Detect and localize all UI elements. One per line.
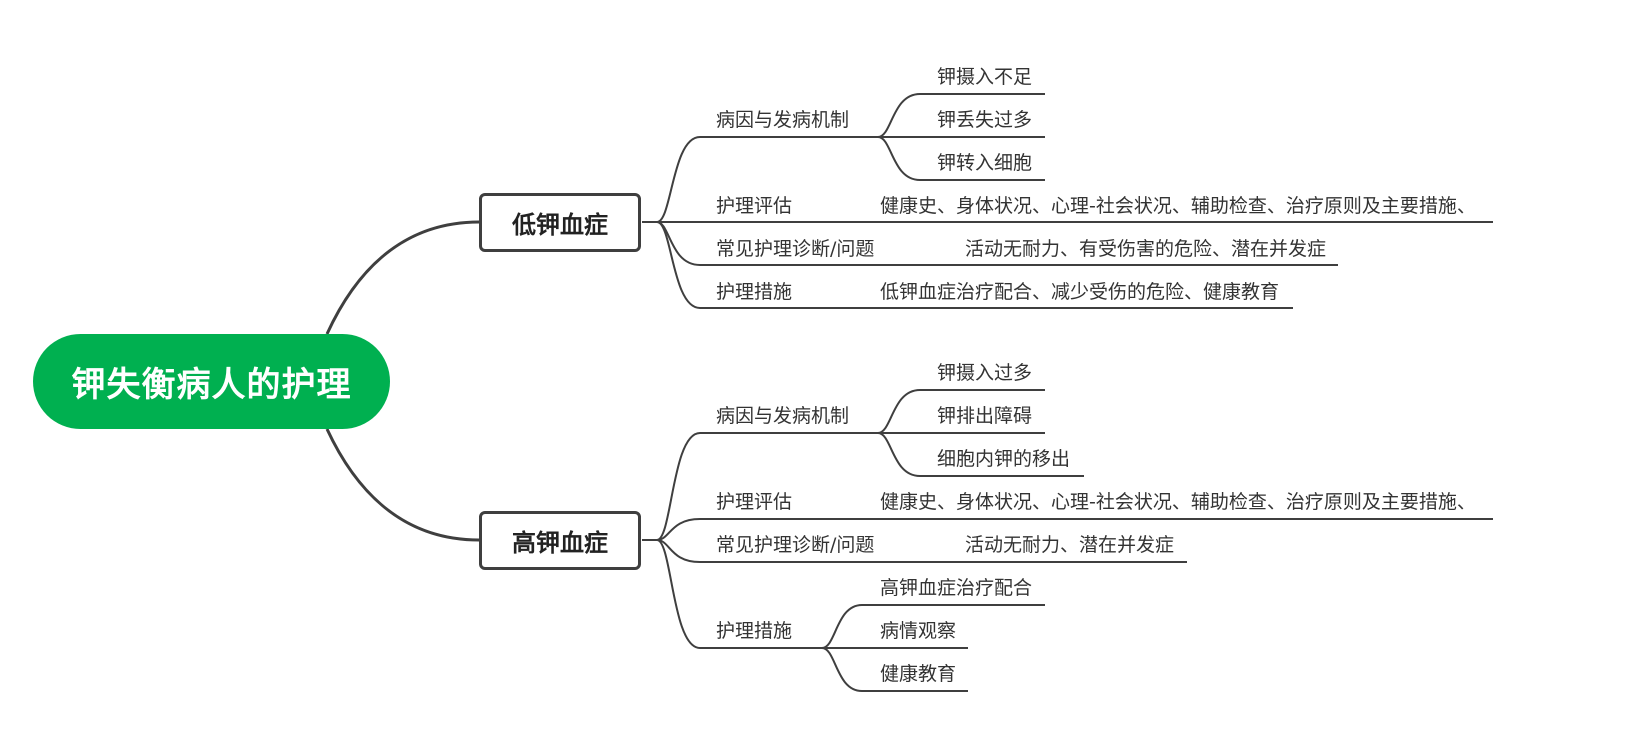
low-diagnosis-detail[interactable]: 活动无耐力、有受伤害的危险、潜在并发症	[965, 238, 1327, 260]
high-assessment-detail[interactable]: 健康史、身体状况、心理-社会状况、辅助检查、治疗原则及主要措施、	[880, 491, 1476, 513]
low-measures-label[interactable]: 护理措施	[716, 281, 793, 303]
low-measures-detail[interactable]: 低钾血症治疗配合、减少受伤的危险、健康教育	[880, 281, 1280, 303]
low-cause-3[interactable]: 钾转入细胞	[937, 152, 1033, 174]
low-assessment-label[interactable]: 护理评估	[716, 195, 793, 217]
high-diagnosis-detail[interactable]: 活动无耐力、潜在并发症	[965, 534, 1175, 556]
topic-hyperkalemia[interactable]: 高钾血症	[479, 511, 641, 570]
high-cause-3[interactable]: 细胞内钾的移出	[937, 448, 1071, 470]
connector-root-low	[325, 220, 480, 335]
high-diagnosis-label[interactable]: 常见护理诊断/问题	[716, 534, 875, 556]
low-diagnosis-label[interactable]: 常见护理诊断/问题	[716, 238, 875, 260]
high-cause-1[interactable]: 钾摄入过多	[937, 362, 1033, 384]
high-measures-2[interactable]: 病情观察	[880, 620, 957, 642]
low-cause-label[interactable]: 病因与发病机制	[716, 109, 850, 131]
high-cause-2[interactable]: 钾排出障碍	[937, 405, 1033, 427]
high-assessment-label[interactable]: 护理评估	[716, 491, 793, 513]
low-cause-2[interactable]: 钾丢失过多	[937, 109, 1033, 131]
high-measures-1[interactable]: 高钾血症治疗配合	[880, 577, 1033, 599]
high-measures-label[interactable]: 护理措施	[716, 620, 793, 642]
high-cause-label[interactable]: 病因与发病机制	[716, 405, 850, 427]
high-measures-3[interactable]: 健康教育	[880, 663, 957, 685]
connector-root-high	[325, 428, 480, 542]
low-cause-1[interactable]: 钾摄入不足	[937, 66, 1033, 88]
root-topic[interactable]: 钾失衡病人的护理	[33, 334, 390, 429]
low-assessment-detail[interactable]: 健康史、身体状况、心理-社会状况、辅助检查、治疗原则及主要措施、	[880, 195, 1476, 217]
topic-hypokalemia[interactable]: 低钾血症	[479, 193, 641, 252]
